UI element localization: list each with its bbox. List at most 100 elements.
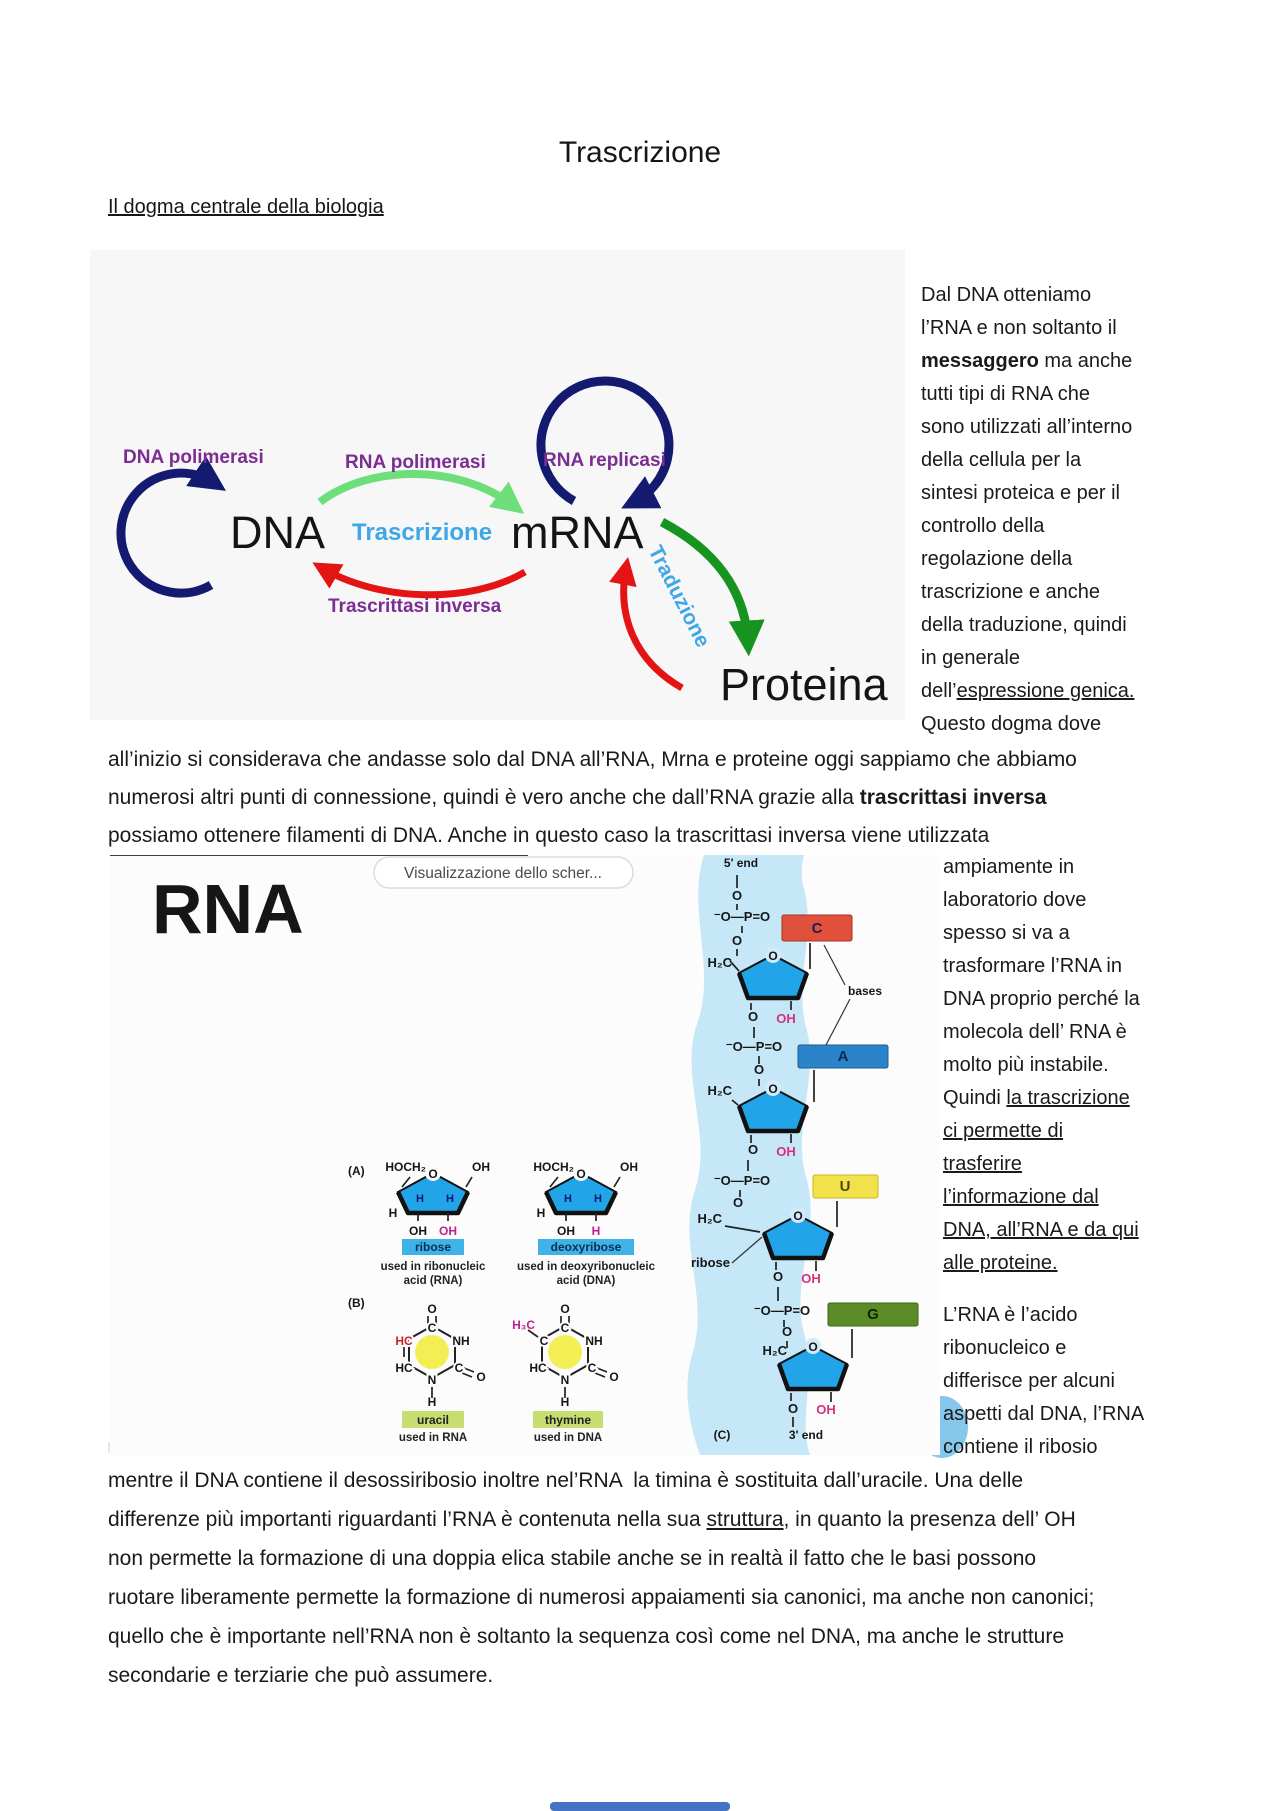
deoxyribose-name-box <box>538 1239 634 1255</box>
atom-oh: OH <box>801 1271 821 1286</box>
text-line: della traduzione, quindi <box>921 614 1127 636</box>
atom-o: O <box>768 949 777 963</box>
text-line: ampiamente in <box>943 856 1075 878</box>
uracil-name-box <box>402 1411 464 1428</box>
text-line: sintesi proteica e per il <box>921 482 1120 504</box>
traduzione-label: Traduzione <box>644 542 715 651</box>
text-line: della cellula per la <box>921 449 1082 471</box>
text-line: DNA proprio perché la <box>943 988 1140 1010</box>
atom-n: N <box>561 1373 570 1387</box>
central-dogma-figure: DNA polimerasi RNA polimerasi RNA replic… <box>90 250 905 720</box>
atom-o: O <box>427 1302 436 1316</box>
translation-arrow <box>659 518 765 657</box>
atom-o: O <box>754 1062 764 1077</box>
atom-oh: OH <box>439 1224 457 1238</box>
atom-oh: OH <box>620 1160 638 1174</box>
atom-oh: OH <box>776 1144 796 1159</box>
backbone-ribbon <box>687 855 811 1455</box>
atom-h: H <box>416 1193 424 1205</box>
text-line: numerosi altri punti di connessione, qui… <box>108 786 1047 809</box>
atom-h: H <box>594 1193 602 1205</box>
text-line: tutti tipi di RNA che <box>921 383 1090 405</box>
atom-nh: NH <box>585 1334 602 1348</box>
ribose-name-box <box>402 1239 464 1255</box>
ribose-caption: acid (RNA) <box>404 1275 463 1287</box>
atom-h: H <box>446 1193 454 1205</box>
text-line: DNA, all’RNA e da qui <box>943 1219 1139 1241</box>
atom-o: O <box>808 1340 817 1354</box>
text-line: all’inizio si considerava che andasse so… <box>108 748 1077 771</box>
atom-n: N <box>428 1373 437 1387</box>
atom-o: O <box>732 888 742 903</box>
thymine-name-box <box>533 1411 603 1428</box>
five-prime-end-label: 5' end <box>724 856 758 870</box>
atom-h3c: H₃C <box>512 1318 535 1332</box>
panel-c-label: (C) <box>714 1428 731 1442</box>
atom-o: O <box>576 1167 585 1181</box>
atom-c: C <box>455 1361 464 1375</box>
panel-b-bases: (B) O C NH C O N H HC HC uracil used in … <box>110 855 619 1444</box>
dna-self-replication-arrow <box>116 456 227 598</box>
atom-h2c: H₂C <box>707 1083 732 1098</box>
atom-h: H <box>564 1193 572 1205</box>
text-line: trascrizione e anche <box>921 581 1100 603</box>
base-letter-u: U <box>840 1178 851 1195</box>
translation-back-arrow <box>609 556 684 692</box>
text-line: quello che è importante nell’RNA non è s… <box>108 1625 1065 1648</box>
text-line: ribonucleico e <box>943 1337 1067 1359</box>
page-scroll-indicator[interactable] <box>550 1802 730 1811</box>
atom-h: H <box>537 1206 546 1220</box>
atom-o: O <box>773 1269 783 1284</box>
text-line: Questo dogma dove <box>921 713 1102 735</box>
atom-oh: OH <box>557 1224 575 1238</box>
rna-self-replication-arrow <box>536 376 674 509</box>
text-line: Quindi la trascrizione <box>943 1087 1130 1109</box>
atom-hoch2: HOCH₂ <box>385 1160 426 1174</box>
atom-c: C <box>428 1321 437 1335</box>
atom-hoch2: HOCH₂ <box>533 1160 574 1174</box>
thymine-name: thymine <box>545 1413 591 1427</box>
atom-hc: HC <box>529 1361 547 1375</box>
text-line: secondarie e terziarie che può assumere. <box>108 1664 494 1687</box>
text-line: molecola dell’ RNA è <box>943 1021 1127 1043</box>
atom-h: H <box>428 1395 437 1409</box>
transcription-arrow <box>317 470 525 514</box>
atom-o: O <box>748 1009 758 1024</box>
atom-o: O <box>748 1142 758 1157</box>
trascrizione-label: Trascrizione <box>352 519 492 546</box>
text-line: ruotare liberamente permette la formazio… <box>108 1586 1095 1609</box>
uracil-name: uracil <box>417 1413 449 1427</box>
text-line: mentre il DNA contiene il desossiribosio… <box>108 1469 1024 1492</box>
atom-o: O <box>732 933 742 948</box>
base-letter-c: C <box>812 920 823 937</box>
text-line: trasformare l’RNA in <box>943 955 1122 977</box>
text-line: contiene il ribosio <box>943 1436 1098 1458</box>
atom-o: O <box>476 1370 485 1384</box>
text-line: spesso si va a <box>943 922 1070 944</box>
mrna-node: mRNA <box>511 507 644 558</box>
base-boxes: C A U G bases <box>781 914 919 1327</box>
rna-big-label: RNA <box>152 870 304 948</box>
atom-c: C <box>561 1321 570 1335</box>
rna-replicasi-label: RNA replicasi <box>543 450 666 471</box>
atom-o: O <box>793 1209 802 1223</box>
atom-hc: HC <box>395 1361 413 1375</box>
dna-polimerasi-label: DNA polimerasi <box>123 447 264 468</box>
deoxyribose-caption: used in deoxyribonucleic <box>517 1261 656 1273</box>
text-line: alle proteine. <box>943 1252 1058 1274</box>
reverse-transcription-arrow <box>312 562 527 599</box>
phosphate-group: ⁻O—P=O <box>726 1039 782 1054</box>
base-box-c <box>781 914 853 942</box>
atom-h: H <box>561 1395 570 1409</box>
base-letter-g: G <box>867 1306 879 1323</box>
phosphate-group: ⁻O—P=O <box>754 1303 810 1318</box>
deoxyribose-caption: acid (DNA) <box>557 1275 616 1287</box>
panel-b-label: (B) <box>348 1296 365 1310</box>
section-heading: Il dogma centrale della biologia <box>108 196 384 218</box>
text-line: dell’espressione genica. <box>921 680 1135 702</box>
rna-polimerasi-label: RNA polimerasi <box>345 452 486 473</box>
tooltip-pill[interactable]: Visualizzazione dello scher... <box>373 856 634 889</box>
text-line: possiamo ottenere filamenti di DNA. Anch… <box>108 824 990 847</box>
rna-structure-figure: RNA Visualizzazione dello scher... 5' en… <box>110 855 940 1455</box>
